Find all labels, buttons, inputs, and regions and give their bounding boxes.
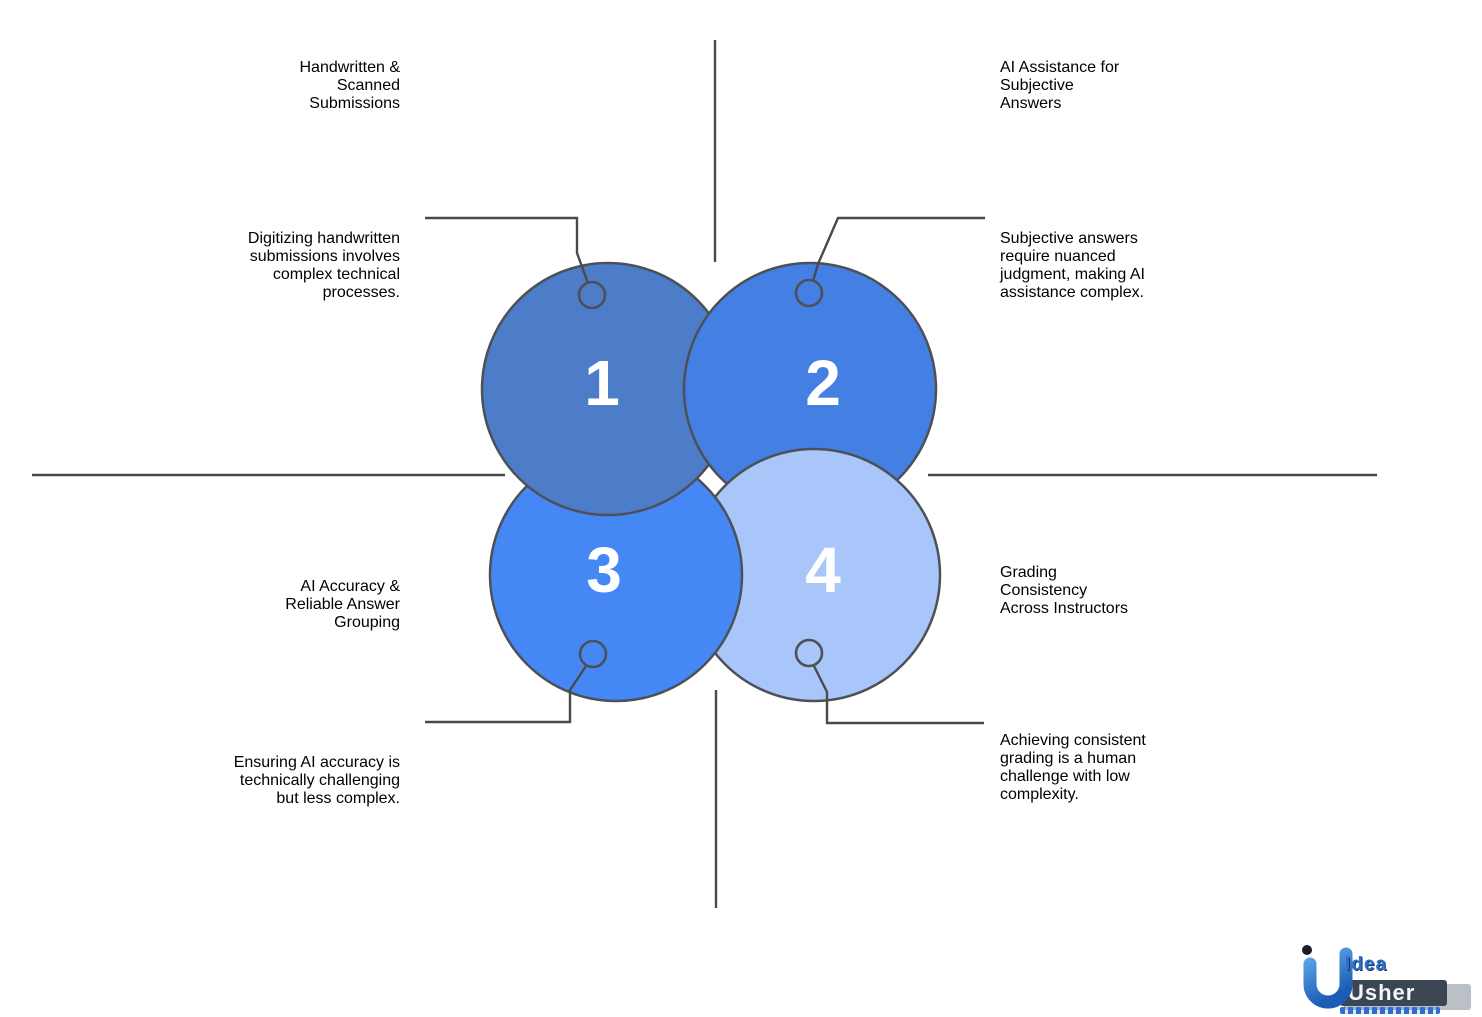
logo-brand-idea: Idea: [1345, 954, 1388, 975]
item-4-title: Grading Consistency Across Instructors: [1000, 564, 1129, 617]
item-3-title: AI Accuracy & Reliable Answer Grouping: [285, 578, 400, 631]
circle-3-anchor-ring: [578, 639, 608, 669]
connector-bottom-right: [812, 665, 984, 725]
circle-4-anchor-ring: [794, 638, 824, 668]
item-1-title: Handwritten & Scanned Submissions: [299, 59, 401, 112]
logo-brand-usher: Usher: [1348, 980, 1416, 1005]
circle-1-anchor-ring: [577, 280, 607, 310]
connector-top-left: [425, 216, 590, 284]
idea-usher-logo: Usher Idea: [1293, 940, 1473, 1016]
circle-3-number: 3: [586, 534, 622, 606]
circle-4-number: 4: [805, 534, 841, 606]
circle-2-number: 2: [805, 347, 841, 419]
item-4-description: Achieving consistent grading is a human …: [1000, 732, 1146, 803]
logo-u-mark-icon: [1302, 945, 1353, 1009]
logo-tagline-text: [1340, 1007, 1440, 1014]
item-3-description: Ensuring AI accuracy is technically chal…: [233, 754, 400, 807]
circle-2-anchor-ring: [794, 278, 824, 308]
circle-1-number: 1: [584, 347, 620, 419]
item-1-description: Digitizing handwritten submissions invol…: [247, 230, 400, 301]
circle-2-overlap-patch: [682, 261, 736, 517]
item-2-title: AI Assistance for Subjective Answers: [1000, 59, 1120, 112]
logo-plate: [1340, 980, 1447, 1006]
connector-bottom-left: [425, 665, 587, 724]
item-2-description: Subjective answers require nuanced judgm…: [1000, 230, 1145, 301]
connector-top-right: [811, 216, 985, 282]
